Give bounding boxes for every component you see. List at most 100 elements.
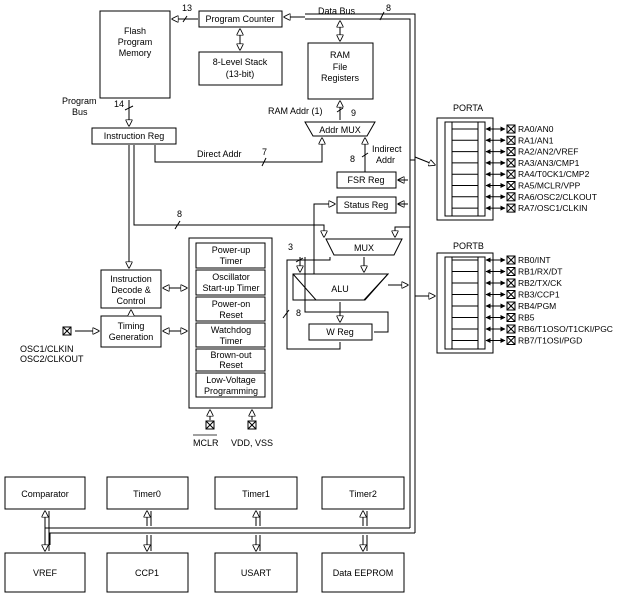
bus-8-w-label: 8 [296,308,301,318]
eeprom-label: Data EEPROM [333,568,394,578]
status-reg-label: Status Reg [344,200,389,210]
mux: MUX [325,238,403,256]
bus-9-label: 9 [351,108,356,118]
ccp1-label: CCP1 [135,568,159,578]
power-item-4-line-1: Watchdog [211,325,251,335]
portb-pin-label: RB6/T1OSO/T1CKI/PGC [518,324,613,334]
pin-x-icon [506,313,516,322]
pin-x-icon [506,336,516,345]
porta-pin-label: RA5/MCLR/VPP [518,181,581,191]
stack-line-1: 8-Level Stack [213,57,268,67]
mclr-label: MCLR [193,438,219,448]
direct-addr-label: Direct Addr [197,149,242,159]
pin-x-icon [506,267,516,276]
flash-line-1: Flash [124,26,146,36]
alu: ALU [292,273,390,301]
porta-pin-5: RA5/MCLR/VPP [452,181,581,191]
porta-pin-6: RA6/OSC2/CLKOUT [452,192,597,202]
pin-x-icon [506,158,516,168]
portb-pin-0: RB0/INT [452,255,551,265]
ram-file-registers: RAM File Registers [307,42,374,100]
mclr-pin-icon [205,420,215,430]
portb-pin-label: RB7/T1OSI/PGD [518,336,582,346]
power-item-1-line-2: Timer [220,256,243,266]
osc1-label: OSC1/CLKIN [20,344,74,354]
usart-label: USART [241,568,272,578]
ram-line-1: RAM [330,50,350,60]
power-item-3-line-1: Power-on [212,299,251,309]
peripheral-vref: VREF [4,552,86,593]
power-block: Power-up Timer Oscillator Start-up Timer… [188,237,273,409]
indirect-addr-1: Indirect [372,144,402,154]
mux-label: MUX [354,243,374,253]
portb-pin-label: RB2/TX/CK [518,278,562,288]
portb-pin-label: RB0/INT [518,255,551,265]
bus-8-top-label: 8 [386,3,391,13]
ram-addr-label: RAM Addr (1) [268,106,323,116]
porta-pin-label: RA7/OSC1/CLKIN [518,203,587,213]
vdd-pin-icon [247,420,257,430]
portb-pin-4: RB4/PGM [452,301,556,311]
w-reg: W Reg [308,323,373,341]
portb-pin-3: RB3/CCP1 [452,290,560,300]
porta-pin-label: RA2/AN2/VREF [518,147,578,157]
comparator-label: Comparator [21,489,69,499]
pin-x-icon [506,181,516,190]
bus-8-fsr-label: 8 [350,154,355,164]
portb-pin-label: RB4/PGM [518,301,556,311]
porta: PORTA [436,103,494,221]
porta-pin-label: RA3/AN3/CMP1 [518,158,580,168]
pin-x-icon [506,290,516,299]
portb-pin-1: RB1/RX/DT [452,267,562,277]
flash-line-2: Program [118,37,153,47]
instruction-decode: Instruction Decode & Control [100,269,162,309]
power-item-2-line-1: Oscillator [212,272,250,282]
peripheral-eeprom: Data EEPROM [321,552,405,593]
osc2-label: OSC2/CLKOUT [20,354,84,364]
data-bus-label: Data Bus [318,6,356,16]
timing-line-2: Generation [109,332,154,342]
flash-line-3: Memory [119,48,152,58]
power-item-4-line-2: Timer [220,336,243,346]
porta-pin-label: RA1/AN1 [518,135,554,145]
w-reg-label: W Reg [326,327,354,337]
osc-pin-icon [62,326,72,336]
portb: PORTB [436,241,494,354]
power-item-6-line-1: Low-Voltage [206,375,256,385]
timer1-label: Timer1 [242,489,270,499]
vref-label: VREF [33,568,58,578]
peripheral-timer2: Timer2 [321,476,405,510]
timing-line-1: Timing [118,321,145,331]
pin-x-icon [506,169,516,179]
power-item-6-line-2: Programming [204,386,258,396]
program-counter-label: Program Counter [205,14,274,24]
pin-x-icon [506,255,516,265]
power-item-1-line-1: Power-up [212,245,251,255]
addr-mux: Addr MUX [304,121,376,137]
vdd-vss-label: VDD, VSS [231,438,273,448]
instruction-reg: Instruction Reg [91,127,177,145]
porta-pin-1: RA1/AN1 [452,135,554,145]
stack: 8-Level Stack (13-bit) [198,51,283,86]
timing-generation: Timing Generation [100,315,162,348]
porta-pin-label: RA0/AN0 [518,124,554,134]
portb-pin-label: RB3/CCP1 [518,290,560,300]
timer2-label: Timer2 [349,489,377,499]
addr-mux-label: Addr MUX [319,125,361,135]
porta-pin-label: RA6/OSC2/CLKOUT [518,192,597,202]
portb-pin-2: RB2/TX/CK [452,278,562,288]
portb-pin-label: RB5 [518,313,535,323]
peripheral-timer1: Timer1 [214,476,298,510]
status-reg: Status Reg [336,196,397,214]
power-item-5-line-2: Reset [219,360,243,370]
porta-pin-0: RA0/AN0 [452,124,554,134]
pin-x-icon [506,324,516,334]
stack-line-2: (13-bit) [226,69,255,79]
decode-line-2: Decode & [111,285,151,295]
flash-program-memory: Flash Program Memory [99,10,171,99]
porta-pin-label: RA4/T0CK1/CMP2 [518,169,590,179]
portb-pin-6: RB6/T1OSO/T1CKI/PGC [452,324,613,334]
bus-7-label: 7 [262,147,267,157]
peripheral-bus-links [45,511,368,551]
